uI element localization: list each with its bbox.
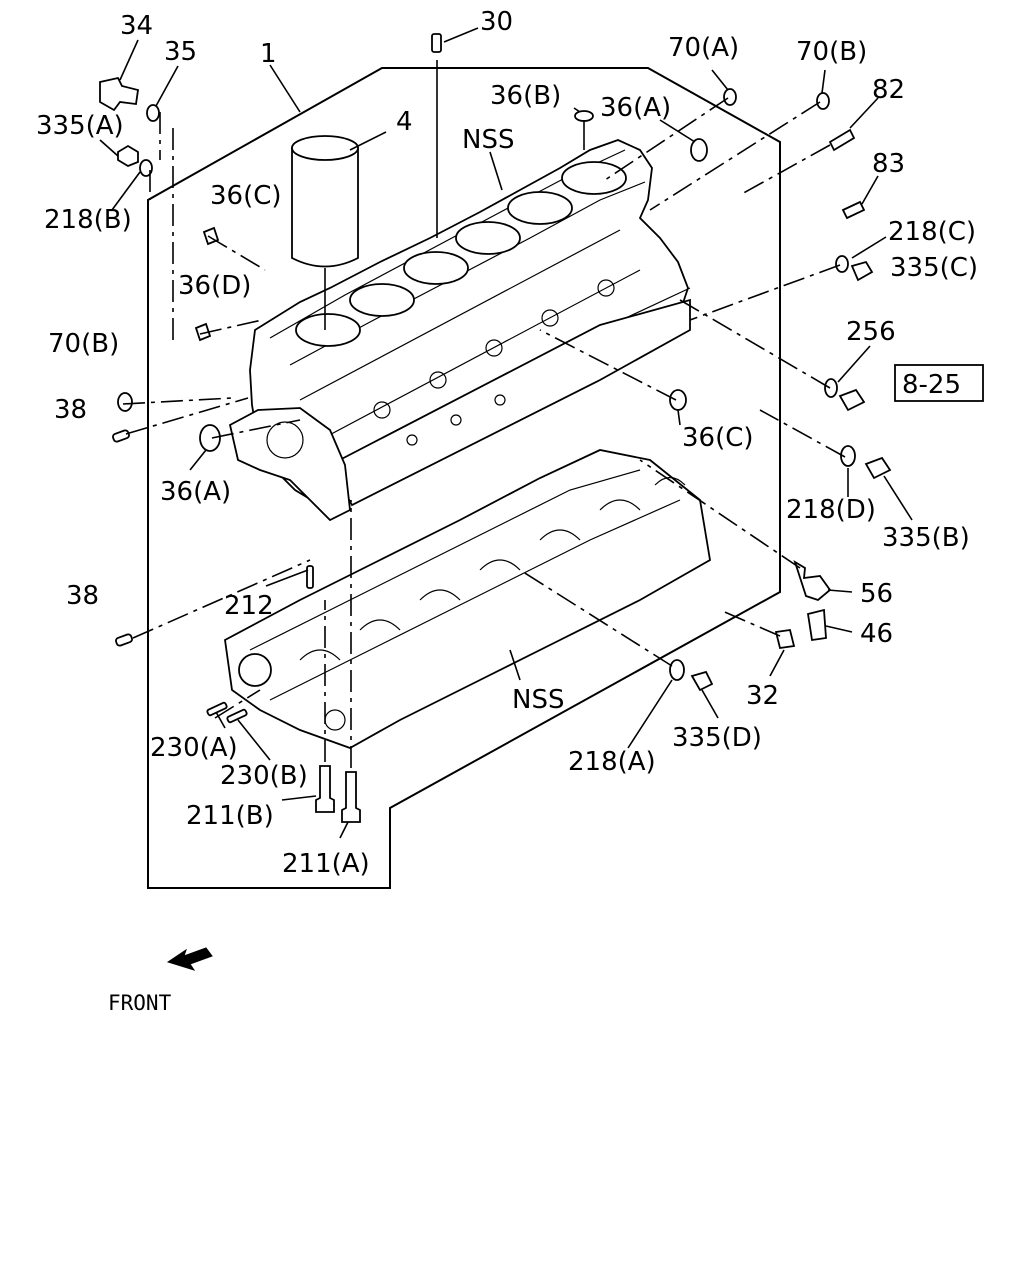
label-211a: 211(A) [282, 849, 370, 879]
label-38-lower: 38 [66, 581, 99, 611]
label-230b: 230(B) [220, 761, 308, 791]
label-4: 4 [396, 107, 413, 137]
callout-labels: 34 35 1 30 70(A) 70(B) 82 335(A) 4 36(B)… [36, 7, 984, 879]
label-46: 46 [860, 619, 893, 649]
label-38-upper: 38 [54, 395, 87, 425]
label-82: 82 [872, 75, 905, 105]
label-36a-left: 36(A) [160, 477, 231, 507]
front-label: FRONT [108, 991, 172, 1015]
label-35: 35 [164, 37, 197, 67]
lower-crankcase [224, 449, 711, 749]
alignment-lines [122, 97, 846, 768]
label-30: 30 [480, 7, 513, 37]
label-70b-top: 70(B) [796, 37, 867, 67]
front-arrow-icon [166, 947, 213, 971]
group-frame [147, 67, 781, 889]
label-218a: 218(A) [568, 747, 656, 777]
label-nss-bottom: NSS [512, 685, 564, 715]
label-34: 34 [120, 11, 153, 41]
label-32: 32 [746, 681, 779, 711]
label-36c-right: 36(C) [682, 423, 754, 453]
label-212: 212 [224, 591, 274, 621]
label-218d: 218(D) [786, 495, 876, 525]
upper-cylinder-block [228, 139, 691, 522]
label-218c: 218(C) [888, 217, 976, 247]
small-parts [99, 33, 892, 823]
label-335d: 335(D) [672, 723, 762, 753]
label-56: 56 [860, 579, 893, 609]
leader-lines [99, 27, 913, 839]
label-36d: 36(D) [178, 271, 251, 301]
cylinder-liner [291, 135, 359, 330]
label-ref-8-25[interactable]: 8-25 [902, 370, 961, 400]
label-1: 1 [260, 39, 277, 69]
label-335a: 335(A) [36, 111, 124, 141]
label-335c: 335(C) [890, 253, 978, 283]
label-70b-left: 70(B) [48, 329, 119, 359]
label-36a-top: 36(A) [600, 93, 671, 123]
label-335b: 335(B) [882, 523, 970, 553]
label-230a: 230(A) [150, 733, 238, 763]
label-211b: 211(B) [186, 801, 274, 831]
label-70a: 70(A) [668, 33, 739, 63]
label-83: 83 [872, 149, 905, 179]
ref-box [894, 364, 984, 402]
label-256: 256 [846, 317, 896, 347]
label-218b: 218(B) [44, 205, 132, 235]
label-36b: 36(B) [490, 81, 561, 111]
label-36c-left: 36(C) [210, 181, 282, 211]
front-indicator: FRONT [108, 947, 213, 1015]
label-nss-top: NSS [462, 125, 514, 155]
